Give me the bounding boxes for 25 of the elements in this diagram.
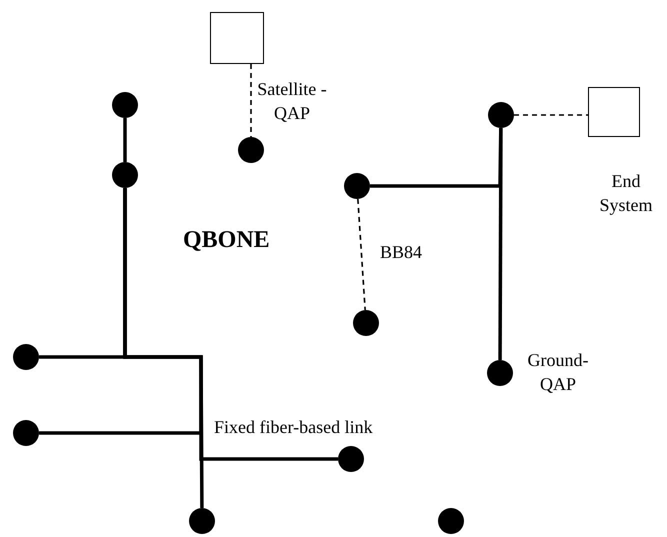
network-label: QBONE [183, 226, 270, 255]
link-line [123, 118, 127, 162]
link-line [123, 188, 204, 508]
node-caption: Ground-QAP [526, 349, 590, 396]
network-node-dot [488, 102, 514, 128]
network-node-dot [238, 137, 264, 163]
node-caption: Satellite -QAP [256, 78, 328, 125]
network-node-dot [487, 360, 513, 386]
dashed-link-line [357, 198, 366, 310]
network-node-dot [112, 92, 138, 118]
network-node-dot [13, 420, 39, 446]
network-node-dot [438, 508, 464, 534]
node-caption: End System [598, 170, 654, 217]
square-node [210, 12, 264, 64]
network-node-dot [353, 310, 379, 336]
network-node-dot [338, 446, 364, 472]
network-node-dot [112, 162, 138, 188]
dashed-link-line [514, 114, 588, 116]
square-node [588, 87, 640, 137]
link-line [498, 128, 503, 360]
link-label: Fixed fiber-based link [214, 416, 373, 439]
network-node-dot [13, 344, 39, 370]
network-node-dot [189, 508, 215, 534]
network-node-dot [344, 173, 370, 199]
dashed-link-line [250, 64, 252, 137]
